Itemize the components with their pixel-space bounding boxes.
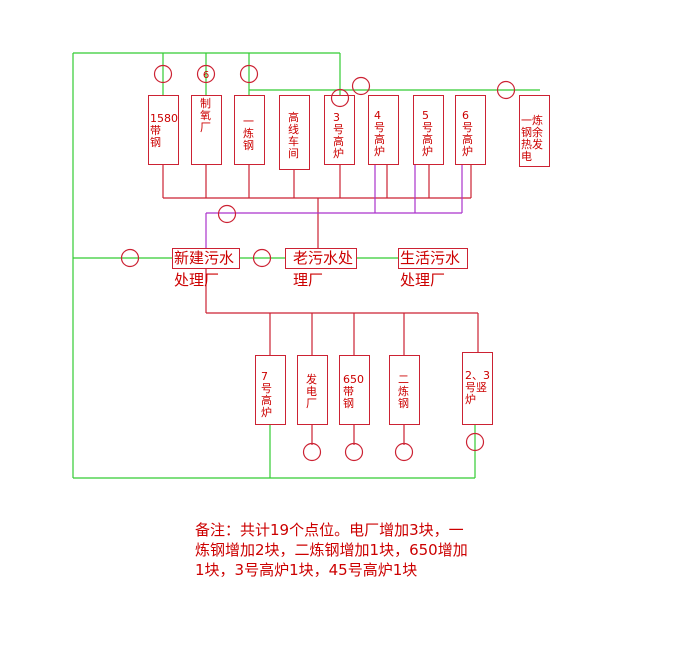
plant-steel2-label: 二 炼 钢 [398, 373, 409, 410]
old-plant-label-2: 理厂 [293, 271, 324, 289]
plant-wire-label: 高 线 车 间 [288, 111, 299, 160]
meter-point-650 [344, 442, 364, 462]
meter-point-steel1 [239, 64, 259, 84]
new-plant-label-1: 新建污水 [174, 249, 235, 267]
plant-bf7-label: 7 号 高 炉 [261, 370, 272, 419]
plant-oxygen-label: 制 氧 厂 [200, 97, 211, 134]
meter-point-steel2 [394, 442, 414, 462]
plant-power-station: 发 电 厂 [297, 355, 328, 425]
plant-steel1: 一 炼 钢 [234, 95, 265, 165]
meter-point-label: 6 [203, 70, 209, 81]
meter-point-bf3 [330, 88, 350, 108]
old-wastewater-plant [285, 248, 357, 269]
domestic-plant-label-2: 处理厂 [400, 271, 446, 289]
plant-wire-workshop: 高 线 车 间 [279, 95, 310, 170]
meter-point-oxygen [196, 64, 216, 84]
plant-bf6: 6 号 高 炉 [455, 95, 486, 165]
plant-shaft-furnace: 2、3 号竖 炉 [462, 352, 493, 425]
domestic-wastewater-plant [398, 248, 468, 269]
plant-650-label: 650 带 钢 [343, 373, 364, 410]
plant-steel2: 二 炼 钢 [389, 355, 420, 425]
plant-1580-strip: 1580 带 钢 [148, 95, 179, 165]
new-plant-label-2: 处理厂 [174, 271, 220, 289]
plant-steel1-label: 一 炼 钢 [243, 115, 254, 152]
plant-bf7: 7 号 高 炉 [255, 355, 286, 425]
plant-bf5-label: 5 号 高 炉 [422, 109, 433, 158]
meter-point-1580 [153, 64, 173, 84]
old-plant-label-1: 老污水处 [293, 249, 354, 267]
meter-point-purple [217, 204, 237, 224]
plant-shaft-label: 2、3 号竖 炉 [465, 369, 490, 406]
meter-point-main-b [496, 80, 516, 100]
plant-bf3: 3 号 高 炉 [324, 95, 355, 165]
plant-power-label: 发 电 厂 [306, 373, 317, 410]
plant-heat-power: 一炼 钢余 热发 电 [519, 95, 550, 167]
plant-heat-label: 一炼 钢余 热发 电 [521, 114, 543, 163]
red-pipes [162, 165, 479, 445]
plant-bf5: 5 号 高 炉 [413, 95, 444, 165]
plant-650-strip: 650 带 钢 [339, 355, 370, 425]
plant-oxygen: 制 氧 厂 [191, 95, 222, 165]
meter-point-new-plant [120, 248, 140, 268]
plant-bf4: 4 号 高 炉 [368, 95, 399, 165]
plant-bf6-label: 6 号 高 炉 [462, 109, 473, 158]
meter-point-main-a [351, 76, 371, 96]
plant-bf3-label: 3 号 高 炉 [333, 111, 344, 160]
plant-1580-label: 1580 带 钢 [150, 112, 178, 149]
remarks-note: 备注：共计19个点位。电厂增加3块，一炼钢增加2块，二炼钢增加1块，650增加1… [195, 521, 468, 579]
domestic-plant-label-1: 生活污水 [400, 249, 461, 267]
purple-pipes [205, 165, 463, 248]
meter-point-old-plant [252, 248, 272, 268]
meter-point-shaft [465, 432, 485, 452]
new-wastewater-plant [172, 248, 240, 269]
meter-point-power [302, 442, 322, 462]
plant-bf4-label: 4 号 高 炉 [374, 109, 385, 158]
green-pipes [72, 52, 540, 479]
